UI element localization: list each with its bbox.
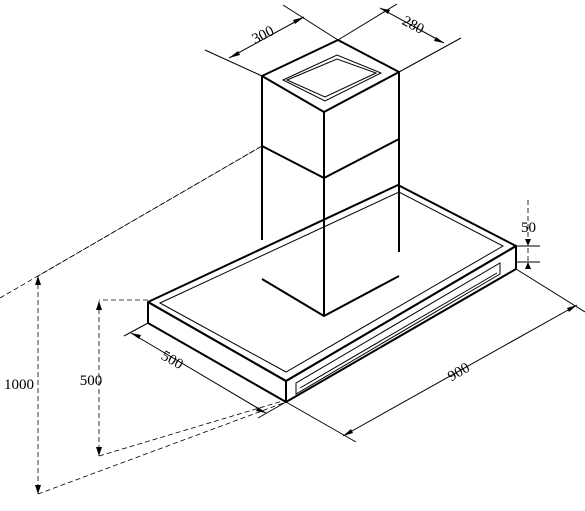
arrowhead bbox=[96, 301, 102, 310]
control-strip-line bbox=[299, 272, 498, 389]
extension-line bbox=[257, 401, 287, 419]
extension-line bbox=[0, 145, 263, 299]
chimney-vent bbox=[281, 54, 383, 102]
arrowhead bbox=[525, 239, 531, 246]
arrowhead bbox=[35, 276, 41, 285]
arrowhead bbox=[525, 262, 531, 269]
dim-canopy-height: 50 bbox=[516, 200, 540, 269]
dim-label-total-height: 1000 bbox=[4, 377, 34, 393]
chimney-base bbox=[261, 275, 400, 317]
canopy-front-face bbox=[285, 245, 517, 403]
arrowhead bbox=[343, 429, 353, 436]
chimney bbox=[261, 39, 400, 317]
extension-line bbox=[515, 268, 585, 313]
dim-label-bottom-height: 500 bbox=[80, 373, 103, 389]
arrowhead bbox=[293, 17, 304, 24]
extension-line bbox=[285, 401, 357, 443]
control-strip bbox=[295, 262, 501, 395]
dim-label-chimney-depth: 280 bbox=[399, 13, 426, 38]
dim-bottom-height: 500 bbox=[80, 299, 287, 457]
dim-canopy-depth: 500 bbox=[123, 322, 287, 419]
dim-chimney-width: 300 bbox=[204, 4, 339, 77]
arrowhead bbox=[35, 485, 41, 494]
chimney-joint bbox=[261, 138, 400, 179]
dimension-line bbox=[228, 16, 305, 59]
arrowhead bbox=[96, 447, 102, 456]
dimension-line bbox=[379, 7, 445, 44]
arrowhead bbox=[434, 37, 444, 43]
extension-line bbox=[37, 401, 287, 495]
arrowhead bbox=[567, 305, 577, 312]
extension-line bbox=[98, 399, 287, 457]
dim-chimney-depth: 280 bbox=[337, 3, 462, 73]
extension-line bbox=[147, 184, 400, 303]
canopy-inner-rim bbox=[158, 191, 505, 373]
chimney-vent-inner bbox=[285, 58, 378, 98]
extension-line bbox=[398, 37, 462, 73]
dim-label-canopy-height: 50 bbox=[521, 220, 536, 236]
dimension-line bbox=[130, 332, 267, 414]
extension-line bbox=[123, 322, 149, 337]
extension-line bbox=[282, 4, 339, 41]
arrowhead bbox=[380, 8, 390, 14]
arrowhead bbox=[229, 51, 240, 58]
extension-line bbox=[204, 49, 263, 77]
extension-line bbox=[337, 3, 398, 41]
dim-label-canopy-width: 900 bbox=[445, 360, 472, 385]
arrowhead bbox=[256, 407, 266, 413]
arrowhead bbox=[131, 333, 141, 339]
dimension-line bbox=[342, 304, 578, 437]
chimney-top bbox=[261, 39, 400, 113]
dim-total-height: 1000 bbox=[0, 145, 400, 495]
